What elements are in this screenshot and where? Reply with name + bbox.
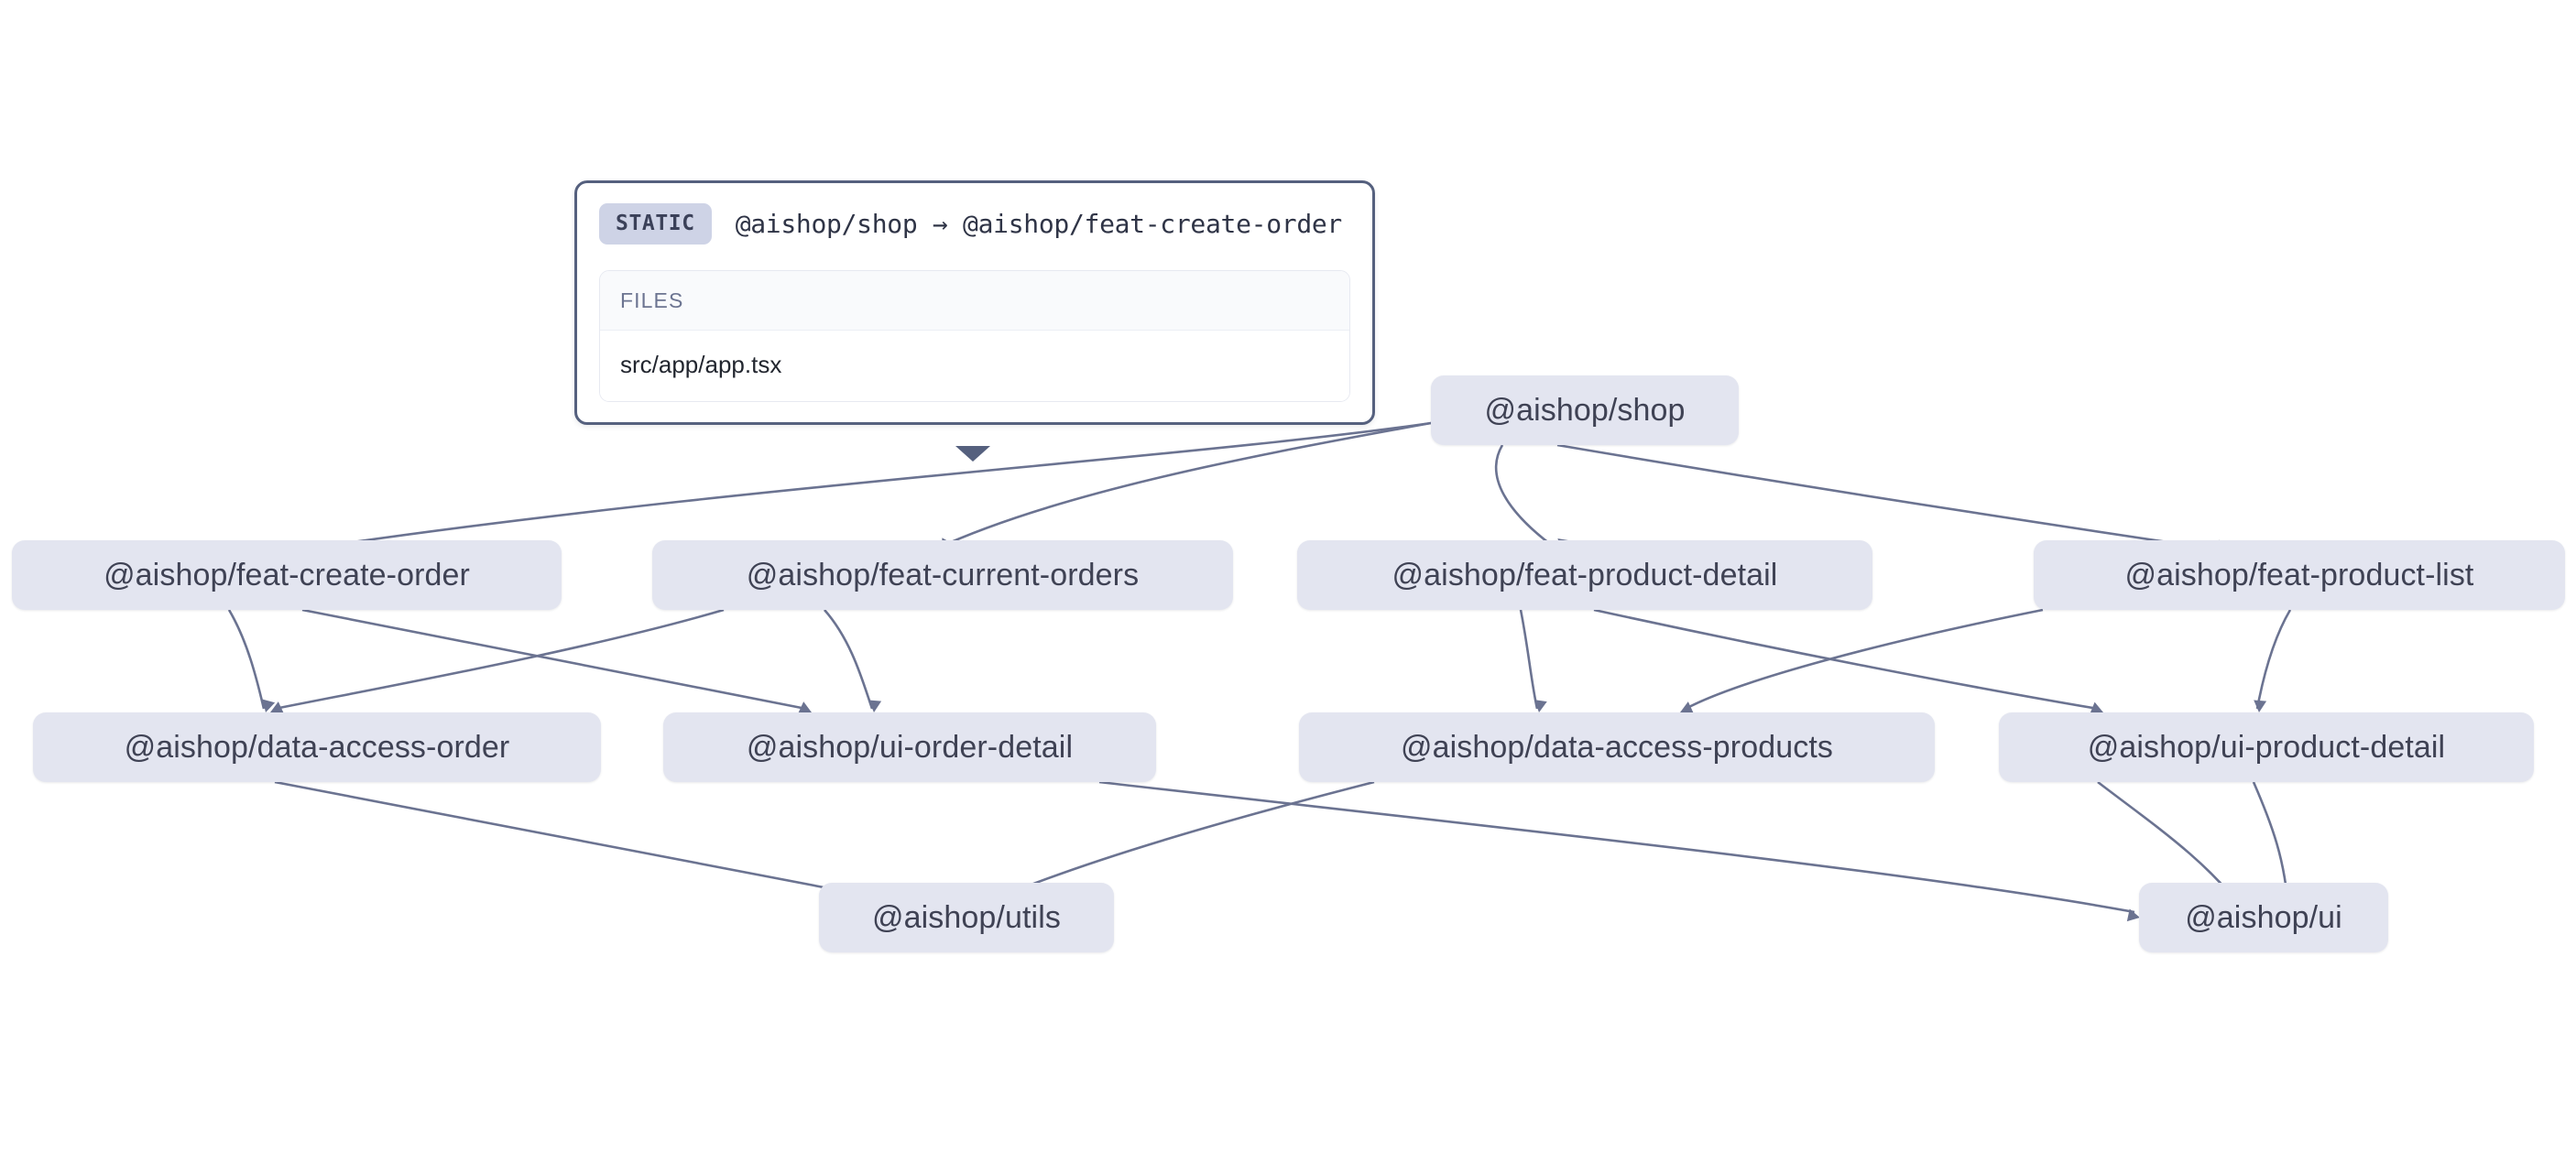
- tooltip-pointer-arrow: [955, 446, 990, 462]
- edge-feat-product-detail-to-data-access-products[interactable]: [1519, 609, 1539, 710]
- edge-feat-create-order-to-ui-order-detail[interactable]: [301, 608, 807, 711]
- edge-arrowhead: [2254, 700, 2267, 712]
- edge-paths: [227, 421, 2297, 922]
- edge-arrowhead: [1534, 700, 1547, 712]
- graph-node-utils[interactable]: @aishop/utils: [819, 883, 1114, 952]
- graph-node-feat-current-orders[interactable]: @aishop/feat-current-orders: [652, 540, 1233, 610]
- edge-shop-to-feat-create-order[interactable]: [301, 421, 1432, 551]
- graph-node-ui[interactable]: @aishop/ui: [2139, 883, 2388, 952]
- graph-node-feat-product-list[interactable]: @aishop/feat-product-list: [2034, 540, 2565, 610]
- graph-node-ui-order-detail[interactable]: @aishop/ui-order-detail: [663, 712, 1156, 782]
- static-badge: STATIC: [599, 203, 712, 245]
- edge-feat-current-orders-to-ui-order-detail[interactable]: [824, 609, 874, 710]
- tooltip-header: STATIC @aishop/shop → @aishop/feat-creat…: [599, 203, 1350, 245]
- edge-arrowhead: [868, 700, 882, 712]
- graph-node-feat-create-order[interactable]: @aishop/feat-create-order: [12, 540, 562, 610]
- edge-feat-product-list-to-ui-product-detail[interactable]: [2255, 609, 2292, 710]
- graph-node-ui-product-detail[interactable]: @aishop/ui-product-detail: [1999, 712, 2534, 782]
- files-panel-header: FILES: [600, 271, 1349, 331]
- edge-feat-create-order-to-data-access-order[interactable]: [227, 609, 266, 710]
- edge-feat-current-orders-to-data-access-order[interactable]: [274, 608, 725, 711]
- edge-feat-product-detail-to-ui-product-detail[interactable]: [1593, 608, 2099, 711]
- graph-node-data-access-order[interactable]: @aishop/data-access-order: [33, 712, 601, 782]
- edge-shop-to-feat-current-orders[interactable]: [933, 421, 1432, 551]
- files-panel: FILES src/app/app.tsx: [599, 270, 1350, 402]
- file-list-item[interactable]: src/app/app.tsx: [600, 331, 1349, 401]
- edge-shop-to-feat-product-detail[interactable]: [1494, 444, 1558, 551]
- edge-feat-product-list-to-data-access-products[interactable]: [1685, 608, 2044, 711]
- edge-detail-tooltip[interactable]: STATIC @aishop/shop → @aishop/feat-creat…: [574, 180, 1375, 425]
- graph-node-shop[interactable]: @aishop/shop: [1431, 375, 1739, 445]
- tooltip-title: @aishop/shop → @aishop/feat-create-order: [735, 209, 1343, 239]
- edge-shop-to-feat-product-list[interactable]: [1556, 443, 2218, 551]
- graph-node-data-access-products[interactable]: @aishop/data-access-products: [1299, 712, 1935, 782]
- edge-ui-order-detail-to-ui[interactable]: [1098, 780, 2135, 914]
- graph-node-feat-product-detail[interactable]: @aishop/feat-product-detail: [1297, 540, 1872, 610]
